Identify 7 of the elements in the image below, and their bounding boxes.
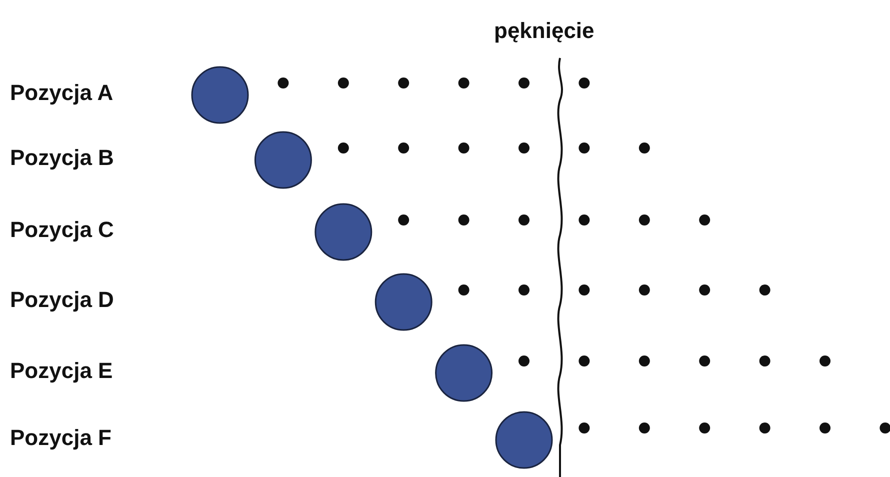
- position-label: Pozycja A: [10, 82, 114, 104]
- position-label: Pozycja D: [10, 289, 114, 311]
- position-label: Pozycja F: [10, 427, 112, 449]
- position-label: Pozycja C: [10, 219, 114, 241]
- position-label: Pozycja E: [10, 360, 113, 382]
- crack-label: pęknięcie: [494, 17, 594, 45]
- position-label: Pozycja B: [10, 147, 114, 169]
